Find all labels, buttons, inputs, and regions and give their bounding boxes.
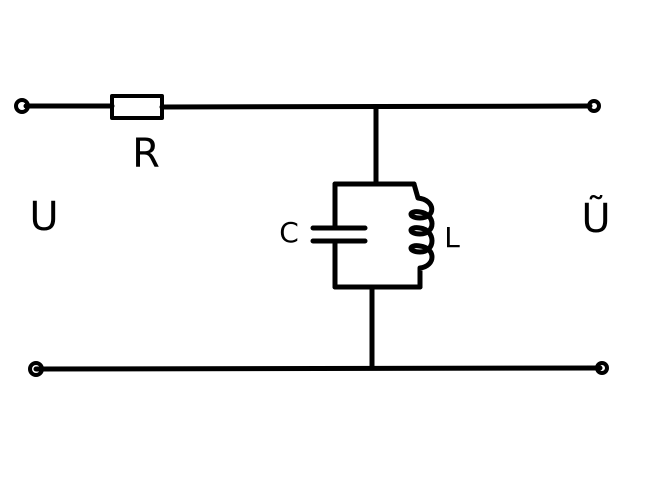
bottom-wire [33,365,603,372]
resistor-label: R [132,131,160,177]
input-terminal-top [14,98,30,114]
capacitor-label: C [279,216,299,249]
input-terminal-bottom [28,361,44,377]
output-terminal-top [587,99,601,113]
inductor-label: L [444,221,460,254]
output-terminal-bottom [595,361,609,375]
input-voltage-label: U [29,194,58,240]
inductor-coil [408,181,435,290]
resistor-symbol [110,94,164,120]
output-voltage-label: Ũ [581,194,610,242]
